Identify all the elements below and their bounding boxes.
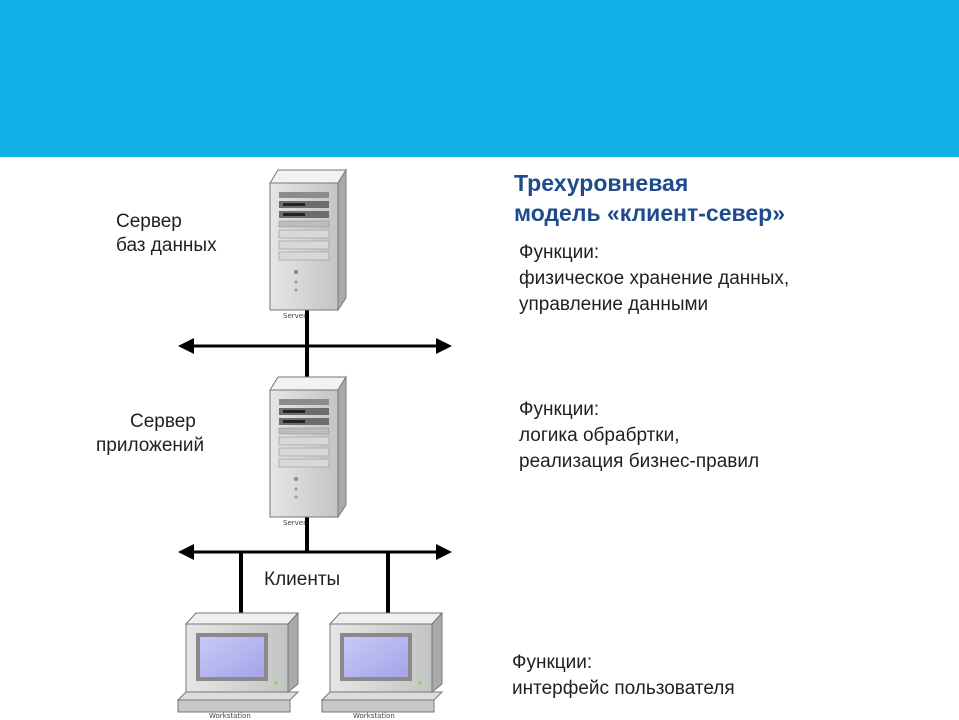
app-server-label-line2: приложений xyxy=(96,435,205,456)
app-functions-heading: Функции: xyxy=(519,399,600,420)
title-line2: модель «клиент-север» xyxy=(514,200,785,226)
workstation-icon-2: Workstation xyxy=(320,611,444,720)
workstation-caption-2: Workstation xyxy=(353,712,395,720)
app-functions-line1: логика обрабртки, xyxy=(519,425,680,446)
db-functions-heading: Функции: xyxy=(519,242,600,263)
db-functions-line1: физическое хранение данных, xyxy=(519,268,790,289)
network-line-upper xyxy=(178,338,452,354)
clients-functions-heading: Функции: xyxy=(512,652,593,673)
clients-functions: Функции: интерфейс пользователя xyxy=(512,650,735,702)
workstation-caption-1: Workstation xyxy=(209,712,251,720)
title-line1: Трехуровневая xyxy=(514,170,689,196)
db-server-label: Сервер баз данных xyxy=(116,210,217,258)
header-banner xyxy=(0,0,959,157)
app-server-label: Сервер приложений xyxy=(96,410,241,458)
clients-label: Клиенты xyxy=(264,569,341,590)
db-server-label-line2: баз данных xyxy=(116,235,217,256)
app-server-caption: Server xyxy=(283,519,306,527)
db-server-label-line1: Сервер xyxy=(116,211,182,232)
app-server-icon: Server xyxy=(269,375,347,527)
db-server-caption: Server xyxy=(283,312,306,320)
clients-functions-line1: интерфейс пользователя xyxy=(512,678,735,699)
db-functions-line2: управление данными xyxy=(519,294,709,315)
app-functions-line2: реализация бизнес-правил xyxy=(519,451,760,472)
app-server-label-line1: Сервер xyxy=(130,411,196,432)
app-server-functions: Функции: логика обрабртки, реализация би… xyxy=(519,397,759,475)
diagram-title: Трехуровневая модель «клиент-север» xyxy=(514,168,785,228)
db-server-functions: Функции: физическое хранение данных, упр… xyxy=(519,240,789,318)
db-server-icon: Server xyxy=(269,168,347,320)
workstation-icon-1: Workstation xyxy=(176,611,300,720)
network-line-lower xyxy=(178,544,452,560)
